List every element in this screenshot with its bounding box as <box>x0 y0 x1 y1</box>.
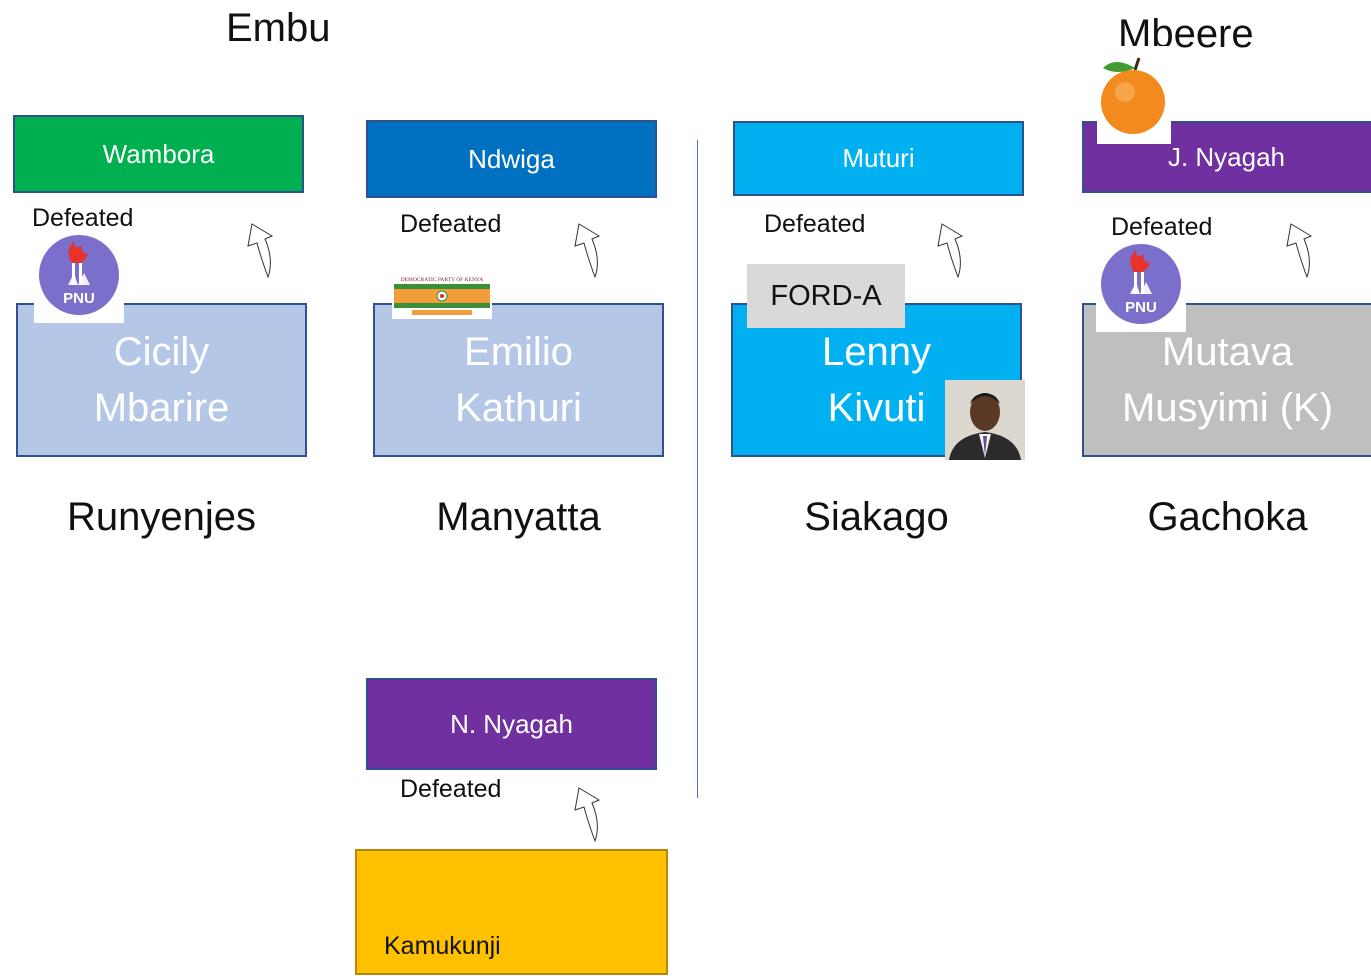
pnu-logo-text: PNU <box>63 290 95 307</box>
curved-arrow-icon <box>574 223 601 278</box>
defeated-name: N. Nyagah <box>450 708 573 739</box>
party-label-ford-a: FORD-A <box>747 264 905 328</box>
winner-box-emilio-kathuri: Emilio Kathuri <box>373 303 664 457</box>
winner-last-name: Musyimi (K) <box>1121 386 1334 430</box>
pnu-logo-icon: PNU <box>1096 242 1186 332</box>
region-embu: Embu <box>226 6 331 50</box>
winner-first-name: Lenny <box>822 330 931 374</box>
defeated-box-wambora: Wambora <box>13 115 304 193</box>
defeated-label: Defeated <box>400 775 502 803</box>
constituency-runyenjes: Runyenjes <box>66 495 256 539</box>
constituency-siakago: Siakago <box>804 495 949 539</box>
kamukunji-label: Kamukunji <box>384 932 501 960</box>
defeated-name: Wambora <box>102 138 215 169</box>
constituency-gachoka: Gachoka <box>1147 495 1308 539</box>
constituency-manyatta: Manyatta <box>436 495 601 539</box>
winner-first-name: Cicily <box>113 330 210 374</box>
defeated-box-ndwiga: Ndwiga <box>366 120 657 198</box>
region-divider <box>697 140 698 798</box>
pnu-logo-icon: PNU <box>34 233 124 323</box>
defeated-label: Defeated <box>764 210 866 238</box>
defeated-name: Muturi <box>842 143 915 173</box>
candidate-photo <box>945 380 1025 460</box>
winner-box-cicily-mbarire: Cicily Mbarire <box>16 303 307 457</box>
curved-arrow-icon <box>247 223 274 278</box>
winner-last-name: Kathuri <box>455 386 582 430</box>
winner-first-name: Emilio <box>464 330 573 374</box>
orange-logo-icon <box>1097 46 1171 144</box>
dp-logo-text: DEMOCRATIC PARTY OF KENYA <box>401 277 484 283</box>
pnu-logo-text: PNU <box>1125 299 1157 316</box>
defeated-name: J. Nyagah <box>1167 141 1286 172</box>
curved-arrow-icon <box>574 787 601 842</box>
defeated-name: Ndwiga <box>468 143 555 174</box>
winner-box-kamukunji: Kamukunji <box>355 849 668 975</box>
curved-arrow-icon <box>937 223 964 278</box>
defeated-label: Defeated <box>1111 213 1213 241</box>
defeated-label: Defeated <box>32 204 134 232</box>
defeated-box-n-nyagah: N. Nyagah <box>366 678 657 770</box>
winner-first-name: Mutava <box>1161 330 1294 374</box>
dp-kenya-logo-icon: DEMOCRATIC PARTY OF KENYA <box>392 274 492 319</box>
curved-arrow-icon <box>1286 223 1313 278</box>
defeated-box-muturi: Muturi <box>733 121 1024 196</box>
winner-last-name: Kivuti <box>827 386 926 430</box>
winner-last-name: Mbarire <box>93 386 230 430</box>
defeated-label: Defeated <box>400 210 502 238</box>
